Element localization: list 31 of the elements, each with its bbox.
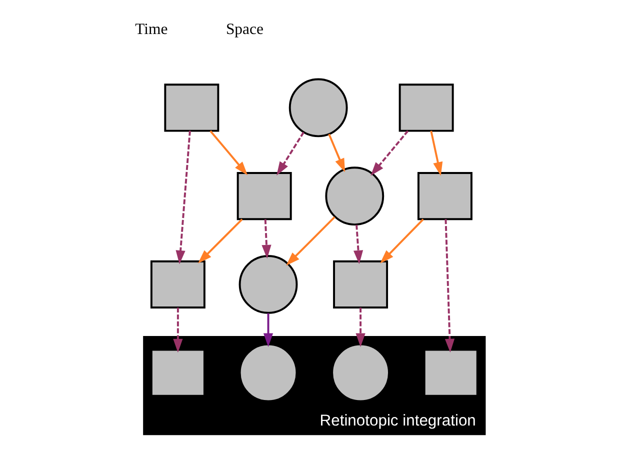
node-circle [325,166,384,226]
node-box [417,172,472,220]
node-box [150,260,206,308]
node-circle [238,254,298,314]
arrow [173,308,183,353]
arrow [380,218,424,264]
node-box [423,348,478,397]
node-box [164,84,220,132]
arrow [262,219,272,259]
node-box [150,348,206,397]
node-box [333,260,388,308]
node-circle [288,78,348,138]
arrow [210,130,248,176]
arrow [176,130,191,264]
arrow [370,130,409,176]
arrow [430,130,443,176]
label: Space [226,20,264,38]
cluster: Retinotopic integration [143,336,486,436]
arrow [276,132,304,176]
arrow [328,134,346,172]
arrow [444,219,455,353]
node-circle [331,343,390,402]
node-circle [238,343,298,402]
arrow [356,308,366,348]
node-box [236,172,292,220]
label: Time [135,20,168,38]
node-box [398,84,454,132]
arrow [286,216,336,266]
arrow [198,218,243,264]
arrow [263,313,274,348]
arrow [353,224,364,264]
